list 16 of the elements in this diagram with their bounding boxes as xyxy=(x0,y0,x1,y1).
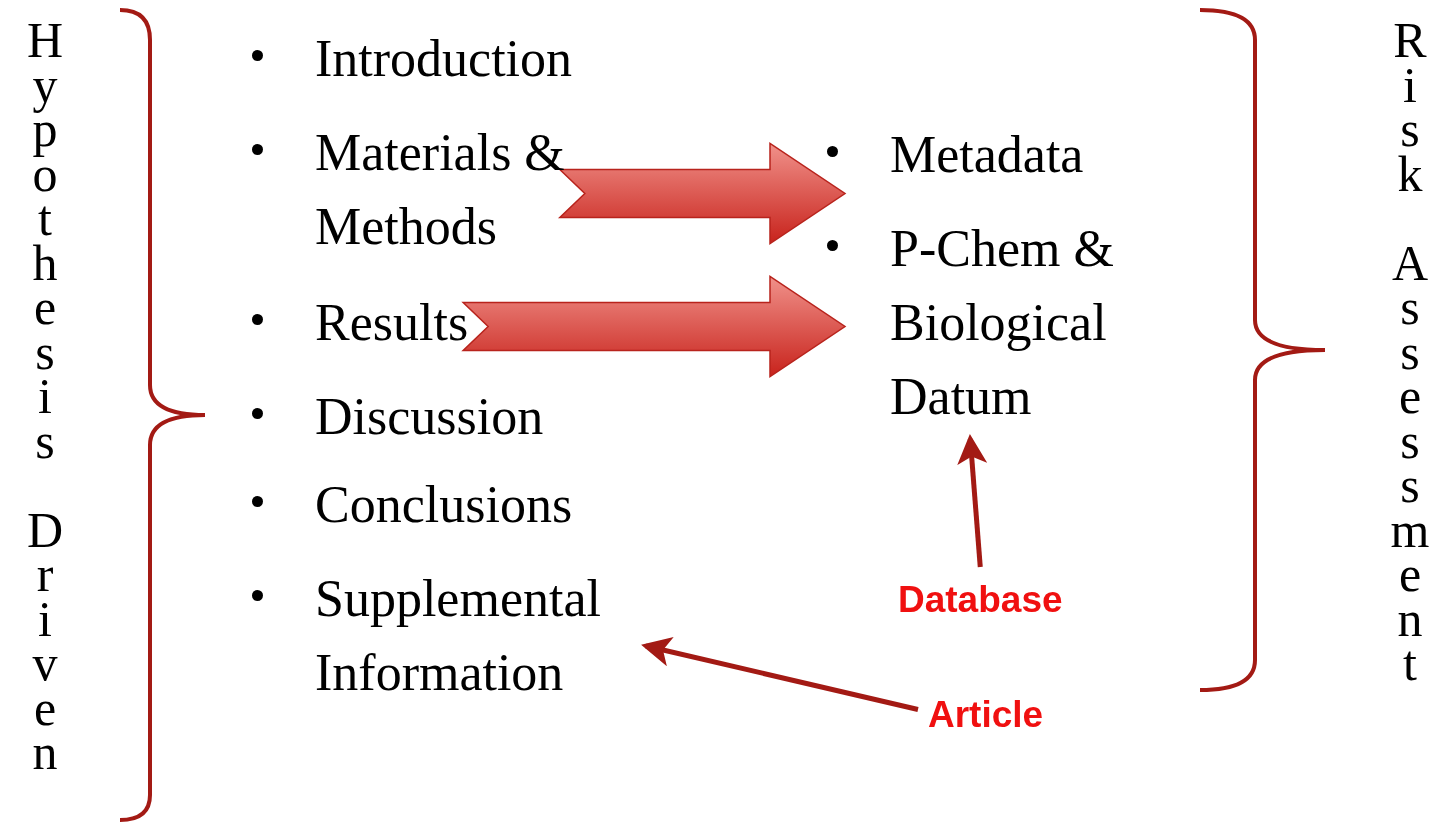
list-item-text: Discussion xyxy=(315,388,544,445)
list-item-text: Supplemental Information xyxy=(315,570,601,701)
vertical-label: Risk Assessment xyxy=(1389,18,1431,686)
source-label: Database xyxy=(898,579,1063,620)
list-item-text: Metadata xyxy=(890,126,1084,183)
block-arrow xyxy=(461,275,847,378)
arrow xyxy=(641,637,919,712)
list-item-text: Conclusions xyxy=(315,476,573,533)
list-item-text: Materials & Methods xyxy=(315,124,565,255)
source-label: Article xyxy=(928,694,1044,735)
vertical-label: Hypothesis Driven xyxy=(25,18,65,775)
list-item-text: Introduction xyxy=(315,30,573,87)
list-item-text: Results xyxy=(315,294,469,351)
block-arrow xyxy=(557,142,847,245)
arrow xyxy=(957,434,988,568)
list-item-text: P-Chem & Biological Datum xyxy=(890,220,1114,425)
